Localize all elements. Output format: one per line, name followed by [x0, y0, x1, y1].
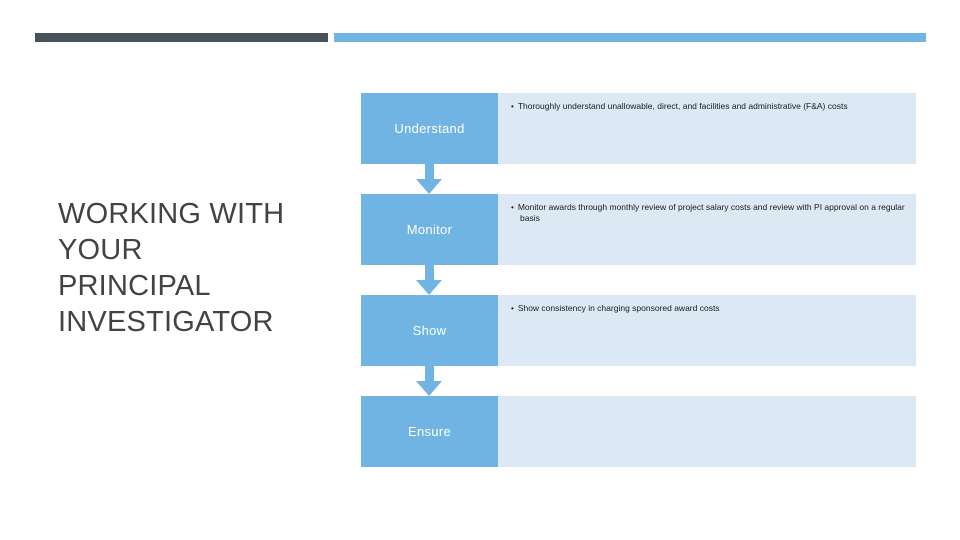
process-row: Show Show consistency in charging sponso…	[361, 295, 916, 396]
stage-box-monitor[interactable]: Monitor	[361, 194, 498, 265]
detail-panel-monitor: Monitor awards through monthly review of…	[498, 194, 916, 265]
arrow-shaft	[425, 164, 434, 181]
arrow-head	[416, 381, 442, 396]
arrow-down-icon	[416, 265, 443, 295]
arrow-head	[416, 280, 442, 295]
top-rule-dark	[35, 33, 328, 42]
detail-item: Thoroughly understand unallowable, direc…	[510, 101, 906, 112]
page-title: WORKING WITH YOUR PRINCIPAL INVESTIGATOR	[58, 198, 285, 338]
process-row: Monitor Monitor awards through monthly r…	[361, 194, 916, 295]
arrow-down-icon	[416, 366, 443, 396]
detail-panel-ensure	[498, 396, 916, 467]
detail-panel-understand: Thoroughly understand unallowable, direc…	[498, 93, 916, 164]
process-row: Understand Thoroughly understand unallow…	[361, 93, 916, 194]
detail-panel-show: Show consistency in charging sponsored a…	[498, 295, 916, 366]
stage-label: Show	[412, 323, 447, 338]
stage-label: Monitor	[406, 222, 453, 237]
detail-item: Show consistency in charging sponsored a…	[510, 303, 906, 314]
arrow-head	[416, 179, 442, 194]
arrow-shaft	[425, 366, 434, 383]
top-rule-blue	[334, 33, 926, 42]
arrow-down-icon	[416, 164, 443, 194]
stage-box-understand[interactable]: Understand	[361, 93, 498, 164]
arrow-shaft	[425, 265, 434, 282]
stage-box-show[interactable]: Show	[361, 295, 498, 366]
stage-label: Understand	[394, 121, 465, 136]
stage-box-ensure[interactable]: Ensure	[361, 396, 498, 467]
process-row: Ensure	[361, 396, 916, 467]
stage-label: Ensure	[408, 424, 451, 439]
process-diagram: Understand Thoroughly understand unallow…	[361, 93, 916, 467]
detail-item: Monitor awards through monthly review of…	[510, 202, 906, 224]
